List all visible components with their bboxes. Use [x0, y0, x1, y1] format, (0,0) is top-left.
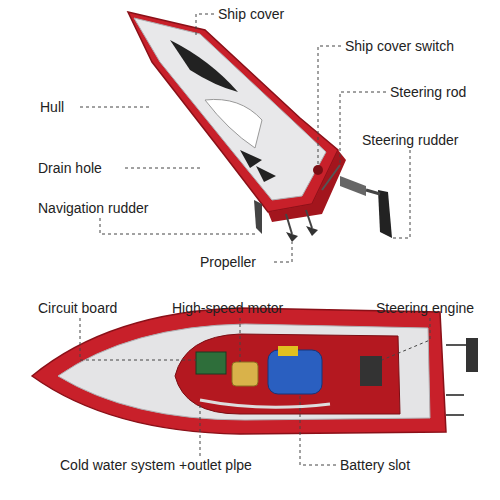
- part-label: Ship cover: [218, 5, 284, 23]
- navigation-rudder-shape: [254, 200, 262, 234]
- part-label: Navigation rudder: [38, 199, 149, 217]
- leader-line: [300, 394, 336, 465]
- leader-line: [196, 14, 214, 36]
- steering-rod-shape: [322, 165, 340, 190]
- part-label: Steering rod: [390, 83, 466, 101]
- part-label: Drain hole: [38, 159, 102, 177]
- leader-line: [200, 404, 201, 456]
- water-pipe: [200, 400, 330, 407]
- propeller-shape: [306, 226, 318, 236]
- leader-line: [382, 318, 430, 360]
- leader-line: [80, 318, 196, 360]
- hull-shape: [128, 12, 338, 212]
- motor-shape: [232, 362, 258, 386]
- shaft: [446, 414, 464, 416]
- part-label: Hull: [40, 98, 64, 116]
- hull-shape: [32, 308, 446, 434]
- part-label: Circuit board: [38, 299, 117, 317]
- leader-line: [340, 92, 386, 165]
- steering-rudder-shape: [378, 190, 392, 238]
- ship-cover-shape: [134, 18, 326, 200]
- leader-line: [392, 150, 410, 238]
- shaft: [446, 394, 464, 396]
- part-label: Propeller: [200, 253, 256, 271]
- shaft: [286, 214, 292, 234]
- shaft: [306, 210, 312, 228]
- part-label: Ship cover switch: [345, 37, 454, 55]
- propeller-shape: [286, 232, 298, 242]
- hull-cavity: [175, 334, 400, 414]
- part-label: Steering rudder: [362, 131, 459, 149]
- leader-line: [274, 242, 292, 262]
- leader-line: [240, 318, 241, 362]
- circuit-board-shape: [196, 352, 226, 374]
- leader-line: [318, 46, 341, 165]
- part-label: Battery slot: [340, 456, 410, 474]
- part-label: High-speed motor: [172, 299, 283, 317]
- leader-line: [100, 218, 258, 234]
- leader-line: [80, 107, 152, 108]
- cockpit-window: [205, 99, 262, 148]
- deck-shape: [58, 324, 430, 420]
- cover-marks: [240, 150, 276, 182]
- rudder-arm: [366, 190, 380, 194]
- cover-stripe: [170, 40, 238, 92]
- battery-shape: [268, 350, 322, 394]
- bottom-boat: [32, 308, 478, 434]
- battery-connector: [278, 346, 298, 356]
- steering-engine-shape: [360, 356, 382, 386]
- leader-lines: [80, 14, 430, 465]
- steering-rudder-shape: [466, 338, 478, 372]
- leader-line: [125, 168, 200, 169]
- rudder-bracket: [340, 176, 366, 196]
- part-label: Steering engine: [376, 299, 474, 317]
- part-label: Cold water system +outlet plpe: [60, 456, 252, 474]
- cover-switch-knob: [313, 165, 323, 175]
